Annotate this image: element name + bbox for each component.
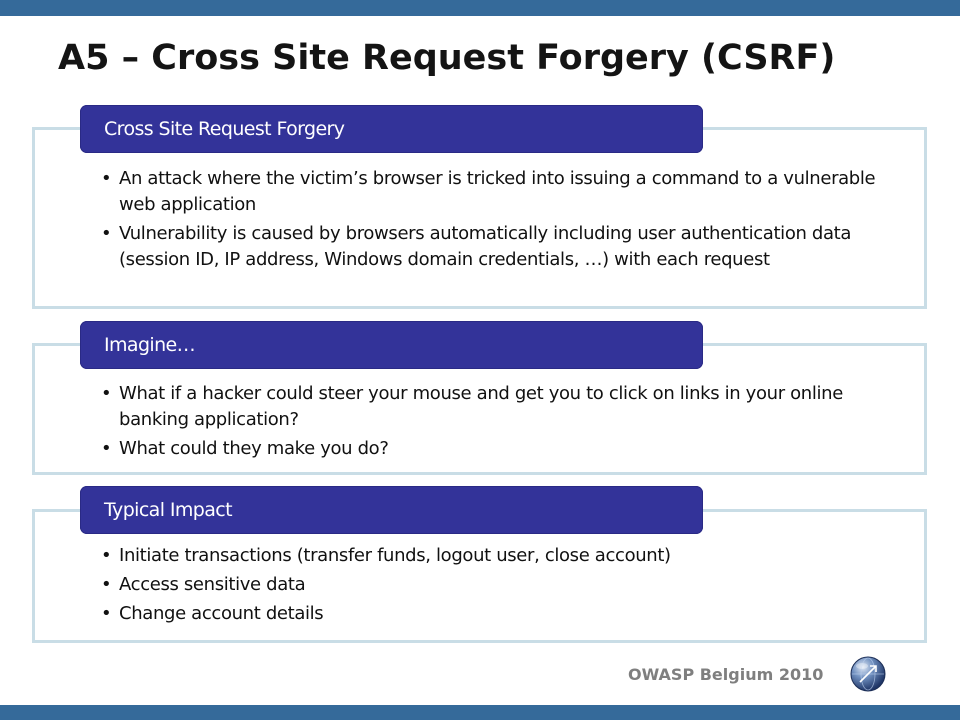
- bullet-list-imagine: What if a hacker could steer your mouse …: [101, 381, 881, 465]
- bullet-list-impact: Initiate transactions (transfer funds, l…: [101, 543, 881, 630]
- section-heading-definition: Cross Site Request Forgery: [80, 105, 703, 153]
- bullet-list-definition: An attack where the victim’s browser is …: [101, 166, 881, 276]
- section-heading-label: Cross Site Request Forgery: [104, 118, 345, 140]
- owasp-globe-icon: [850, 656, 886, 692]
- section-heading-imagine: Imagine…: [80, 321, 703, 369]
- footer-text: OWASP Belgium 2010: [628, 665, 824, 684]
- list-item: What could they make you do?: [101, 436, 881, 462]
- section-heading-label: Imagine…: [104, 334, 196, 356]
- top-bar: [0, 0, 960, 16]
- section-heading-impact: Typical Impact: [80, 486, 703, 534]
- bottom-bar: [0, 705, 960, 720]
- list-item: Vulnerability is caused by browsers auto…: [101, 221, 881, 273]
- list-item: Change account details: [101, 601, 881, 627]
- slide-title: A5 – Cross Site Request Forgery (CSRF): [58, 38, 836, 78]
- list-item: Initiate transactions (transfer funds, l…: [101, 543, 881, 569]
- list-item: Access sensitive data: [101, 572, 881, 598]
- section-heading-label: Typical Impact: [104, 499, 233, 521]
- list-item: What if a hacker could steer your mouse …: [101, 381, 881, 433]
- list-item: An attack where the victim’s browser is …: [101, 166, 881, 218]
